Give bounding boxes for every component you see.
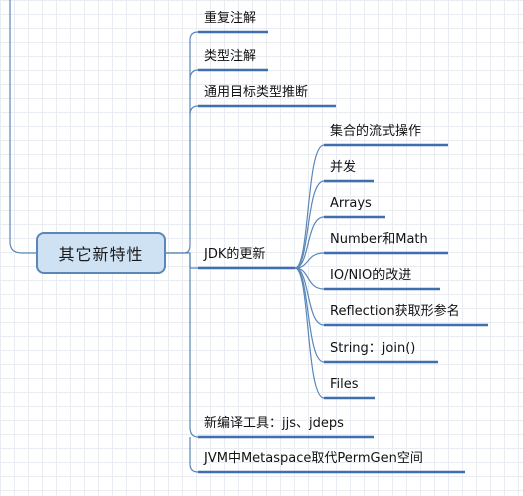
- child-io-nio[interactable]: IO/NIO的改进: [330, 268, 412, 283]
- link-new-compiler-tools: [189, 253, 199, 438]
- branch-jdk-update[interactable]: JDK的更新: [204, 247, 266, 262]
- branch-type-annotation[interactable]: 类型注解: [204, 49, 257, 64]
- link-type-annotation: [189, 69, 199, 81]
- branch-target-type-inference[interactable]: 通用目标类型推断: [204, 85, 309, 100]
- child-number-math[interactable]: Number和Math: [330, 232, 428, 247]
- link-concurrency: [294, 180, 325, 269]
- link-files: [294, 267, 325, 399]
- child-arrays[interactable]: Arrays: [330, 196, 372, 211]
- branch-new-compiler-tools[interactable]: 新编译工具：jjs、jdeps: [204, 416, 344, 431]
- link-jdk-update: [166, 252, 198, 269]
- link-metaspace: [189, 437, 199, 473]
- root-label: 其它新特性: [58, 245, 144, 264]
- link-repeat-annotation: [166, 31, 199, 254]
- link-reflection: [294, 267, 325, 326]
- child-stream-ops[interactable]: 集合的流式操作: [330, 124, 422, 139]
- branch-repeat-annotation[interactable]: 重复注解: [204, 11, 257, 26]
- link-number-math: [294, 252, 325, 269]
- link-target-type-inference: [189, 105, 199, 116]
- link-arrays: [294, 216, 325, 269]
- child-reflection[interactable]: Reflection获取形参名: [330, 304, 460, 319]
- link-stream-ops: [294, 144, 325, 269]
- child-string-join[interactable]: String：join(): [330, 341, 416, 356]
- root-node[interactable]: 其它新特性: [36, 232, 166, 274]
- child-files[interactable]: Files: [330, 377, 359, 392]
- branch-metaspace[interactable]: JVM中Metaspace取代PermGen空间: [204, 451, 423, 466]
- child-concurrency[interactable]: 并发: [330, 160, 357, 175]
- parent-connector: [9, 0, 36, 254]
